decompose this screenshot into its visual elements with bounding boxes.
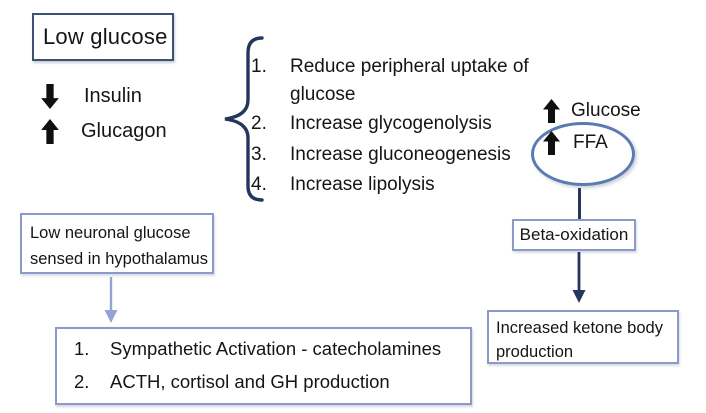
effects-item-2: 2. Increase glycogenolysis — [251, 110, 492, 138]
effects-item-4-number: 4. — [251, 174, 267, 195]
effects-item-3-number: 3. — [251, 144, 267, 165]
response-item-1: 1. Sympathetic Activation - catecholamin… — [57, 337, 470, 361]
response-item-2: 2. ACTH, cortisol and GH production — [57, 370, 470, 394]
effects-item-1: 1. Reduce peripheral uptake of glucose — [251, 53, 568, 109]
ffa-ellipse — [531, 122, 635, 186]
response-box: 1. Sympathetic Activation - catecholamin… — [55, 327, 472, 405]
raised-glucose-label: Glucose — [571, 100, 641, 121]
beta-oxidation-label: Beta-oxidation — [519, 225, 629, 244]
response-item-2-number: 2. — [74, 371, 90, 392]
brace-icon — [224, 36, 264, 202]
hypothalamus-to-response-arrow-icon — [104, 277, 118, 323]
glucagon-label: Glucagon — [81, 120, 167, 142]
raised-glucose-row: Glucose — [543, 99, 641, 123]
effects-item-4: 4. Increase lipolysis — [251, 171, 435, 199]
response-item-1-number: 1. — [74, 338, 90, 359]
effects-item-1-number: 1. — [251, 56, 267, 77]
effects-item-3: 3. Increase gluconeogenesis — [251, 141, 511, 169]
insulin-down-arrow-icon — [41, 84, 59, 109]
glucose-up-arrow-icon — [543, 99, 560, 123]
beta-to-ketone-arrow-icon — [572, 252, 586, 303]
hypothalamus-label: Low neuronal glucose sensed in hypothala… — [30, 224, 208, 268]
low-glucose-label: Low glucose — [43, 24, 168, 49]
response-item-1-text: Sympathetic Activation - catecholamines — [110, 338, 442, 359]
response-item-2-text: ACTH, cortisol and GH production — [110, 371, 390, 392]
beta-oxidation-box: Beta-oxidation — [512, 219, 636, 251]
ellipse-to-beta-connector — [578, 188, 581, 219]
effects-item-2-number: 2. — [251, 113, 267, 134]
ketone-production-label: Increased ketone body production — [496, 319, 663, 361]
glucagon-up-arrow-icon — [41, 119, 59, 144]
effects-item-1-text: Reduce peripheral uptake of glucose — [290, 56, 529, 105]
raised-ffa-row: FFA — [543, 131, 608, 155]
insulin-label: Insulin — [84, 85, 142, 107]
ffa-up-arrow-icon — [543, 131, 560, 155]
ketone-production-box: Increased ketone body production — [487, 310, 679, 364]
effects-item-3-text: Increase gluconeogenesis — [290, 144, 511, 165]
effects-item-2-text: Increase glycogenolysis — [290, 113, 492, 134]
hypothalamus-box: Low neuronal glucose sensed in hypothala… — [20, 213, 214, 274]
raised-ffa-label: FFA — [573, 132, 608, 153]
glucagon-row: Glucagon — [41, 119, 167, 144]
low-glucose-box: Low glucose — [32, 13, 174, 61]
insulin-row: Insulin — [41, 84, 142, 109]
effects-item-4-text: Increase lipolysis — [290, 174, 435, 195]
